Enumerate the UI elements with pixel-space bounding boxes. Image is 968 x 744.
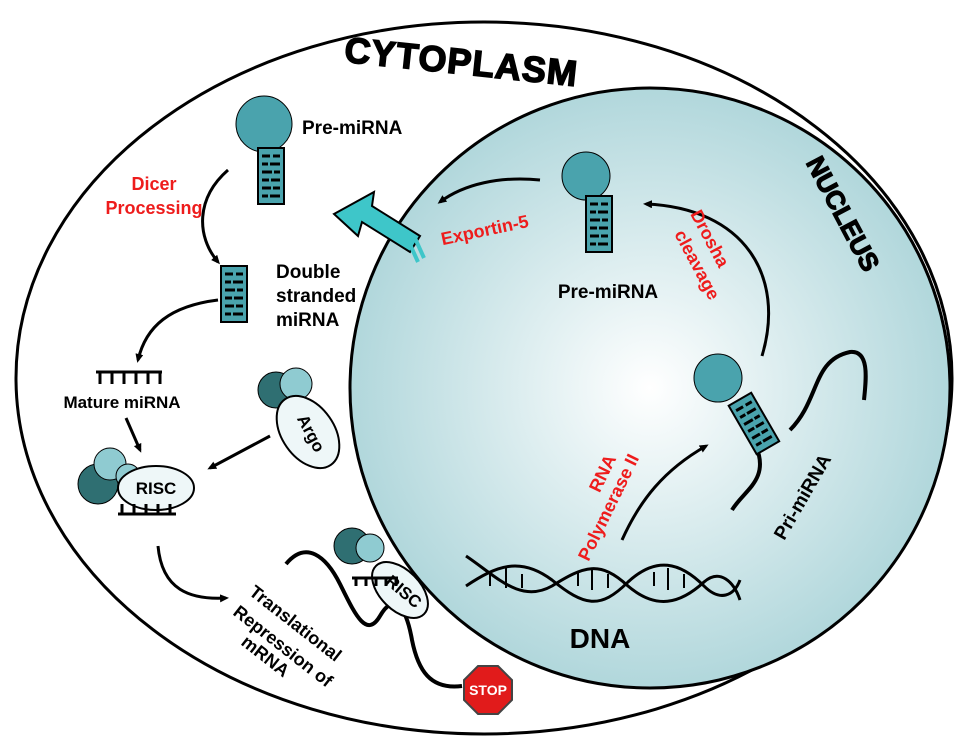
risc-complex-on-mrna [333,527,429,619]
double-label-line3: miRNA [276,310,340,331]
mature-mirna-strand [96,370,162,384]
stop-sign [463,665,513,715]
stop-label: STOP [469,682,507,698]
double-stranded-mirna [219,264,249,324]
risc-label-1: RISC [136,479,177,498]
pre-mirna-hairpin-cytoplasm [235,95,293,206]
mrna-strand [284,550,463,689]
rna-pol-arrow [620,444,709,541]
mature-mirna-label: Mature miRNA [63,393,180,412]
export-arrow [332,190,426,263]
nucleus [348,86,952,690]
to-mature-arrow [135,298,219,363]
nucleus-to-export-arrow [437,177,541,204]
pre-mirna-hairpin-nucleus [561,151,614,254]
dicer-arrow [201,168,229,265]
risc-to-mrna-arrow [156,545,229,603]
risc-complex [77,447,195,516]
dicer-label-line1: Dicer [131,174,176,194]
double-label-line1: Double [276,262,340,283]
dna-label: DNA [570,623,631,654]
mature-to-risc-arrow [124,417,142,453]
pre-mirna-nuc-label: Pre-miRNA [558,282,659,303]
dicer-label-line2: Processing [105,198,202,218]
double-label-line2: stranded [276,286,356,307]
argo-to-risc-arrow [207,434,271,470]
dna-helix [465,554,742,603]
pri-mirna [693,350,868,512]
pre-mirna-cyto-label: Pre-miRNA [302,118,403,139]
drosha-arrow [643,200,771,357]
argo-protein [257,367,341,470]
